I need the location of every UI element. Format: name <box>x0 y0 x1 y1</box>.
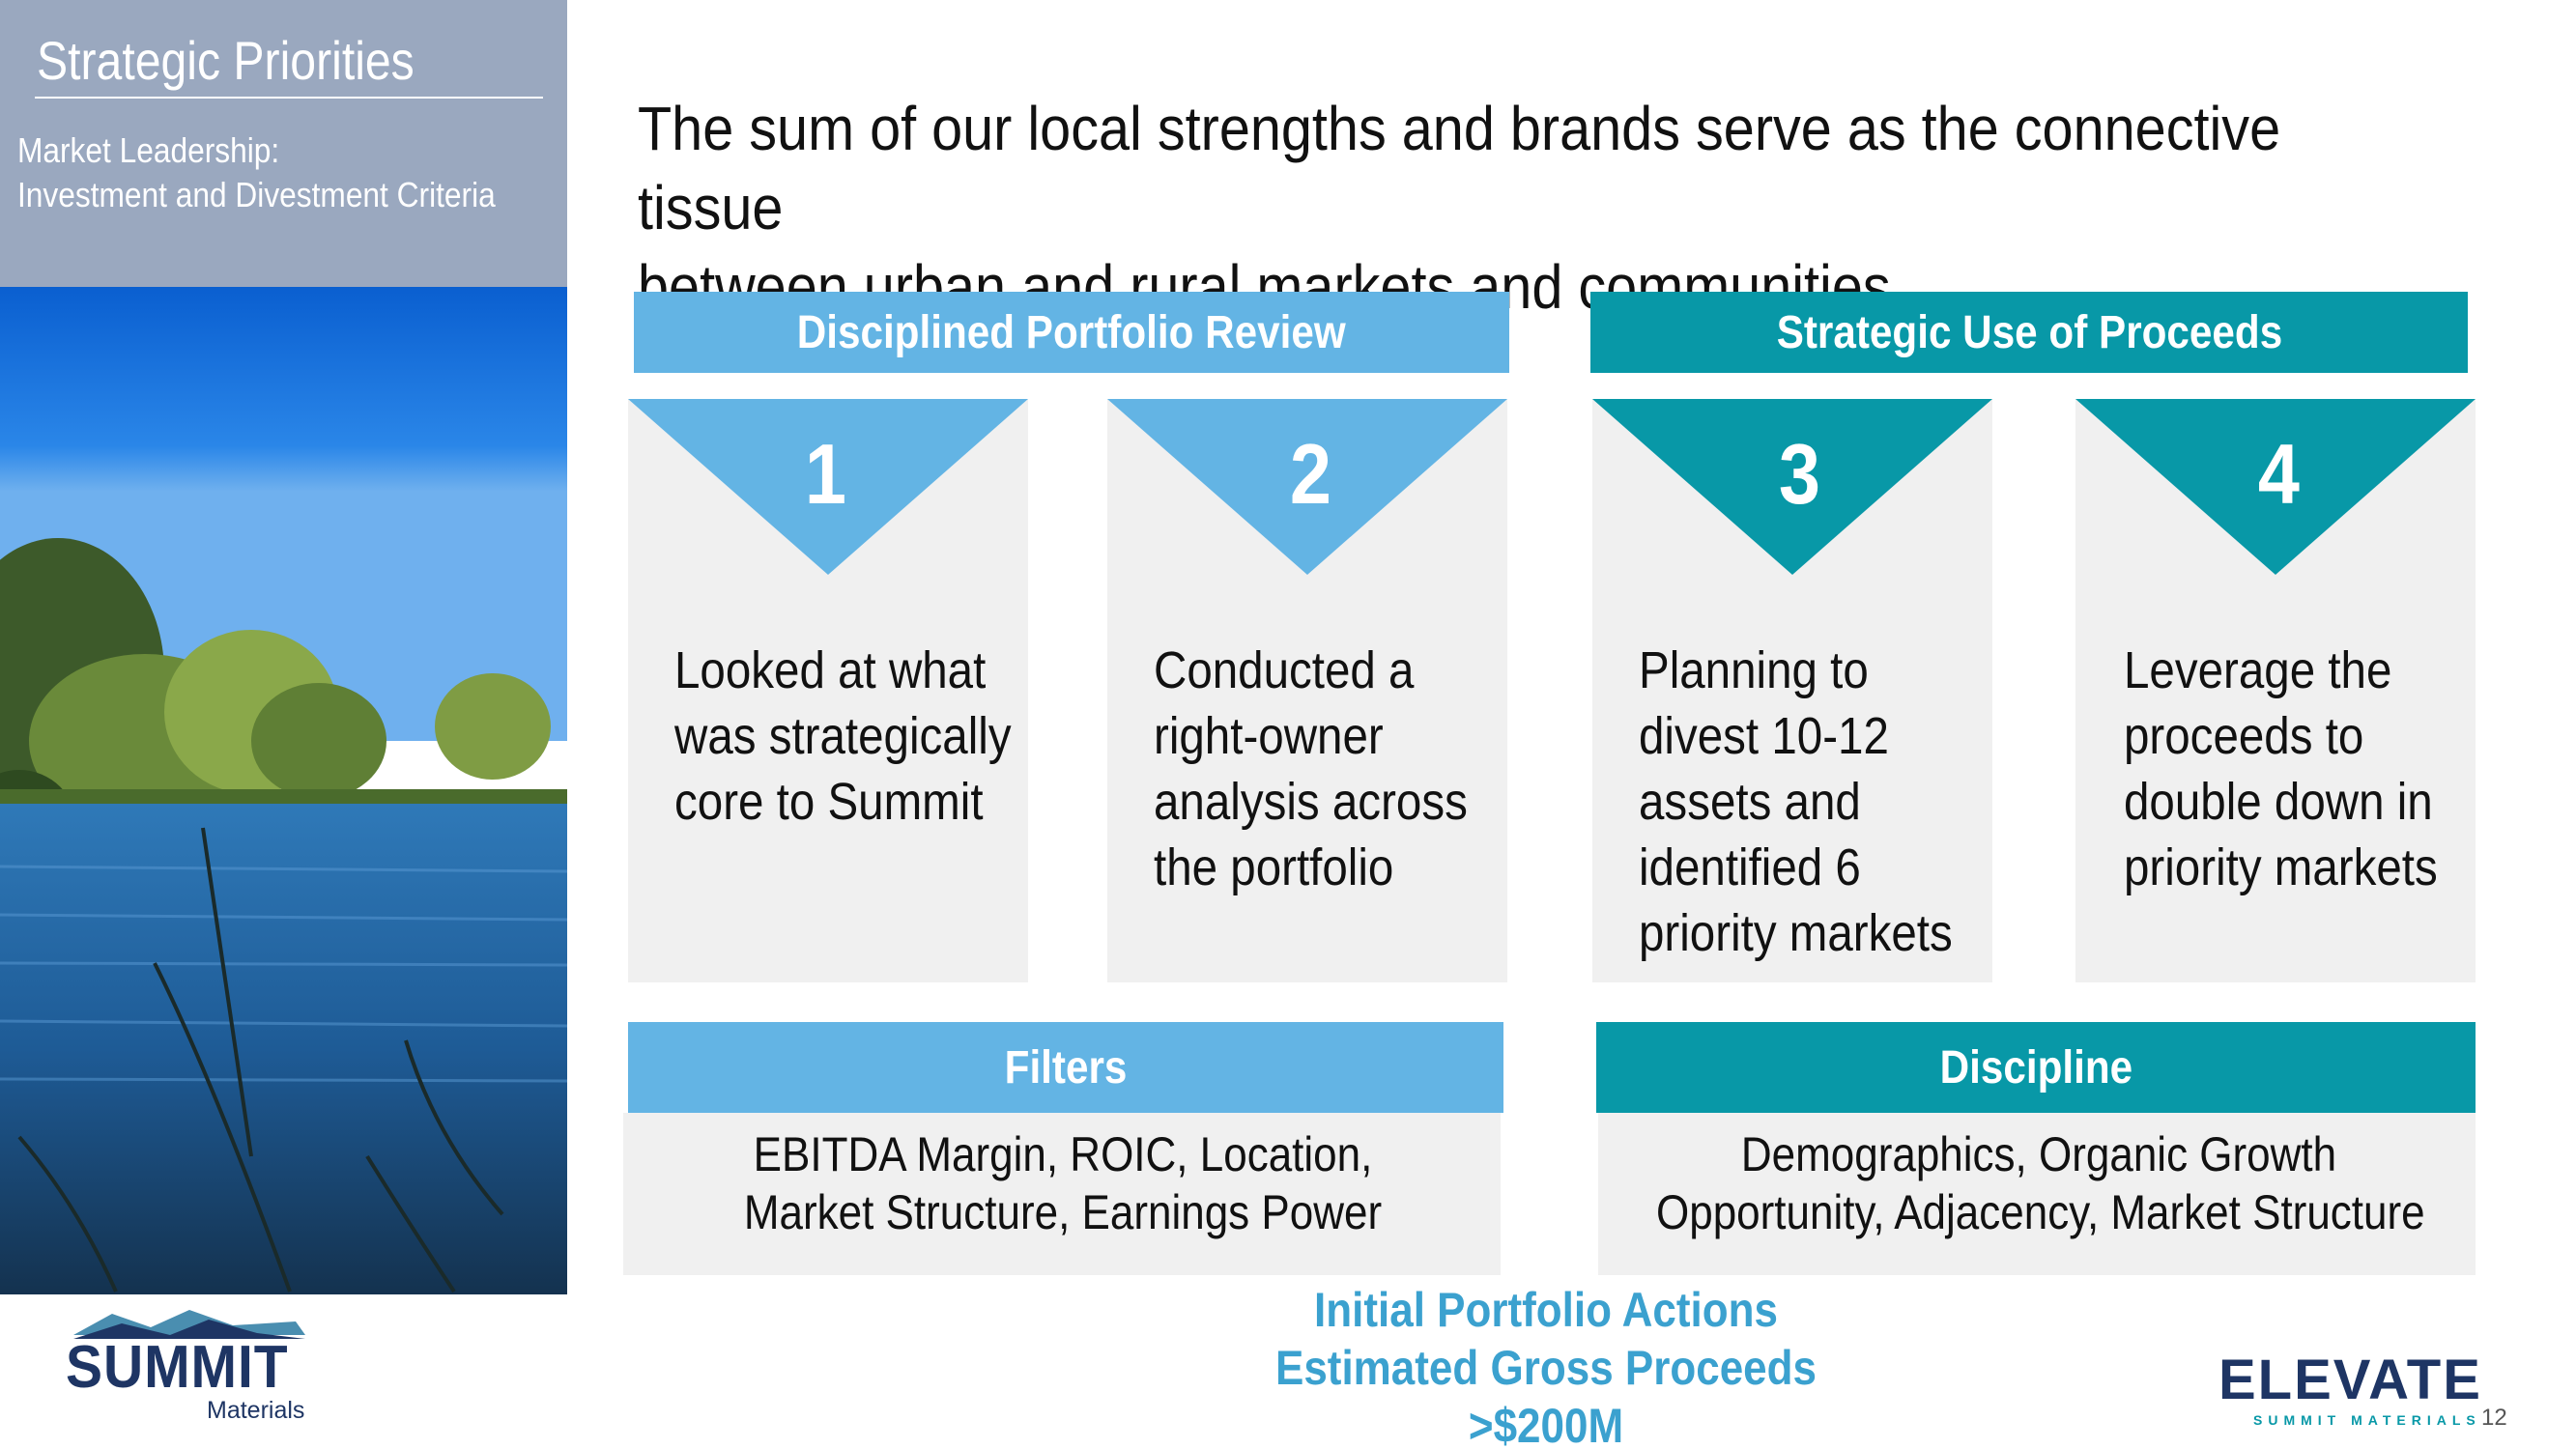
card-1-text-line: core to Summit <box>674 773 984 831</box>
sidebar-subtitle: Market Leadership: Investment and Divest… <box>17 128 496 217</box>
card-2-text-line: Conducted a <box>1154 641 1415 699</box>
headline-line1: The sum of our local strengths and brand… <box>638 94 2281 242</box>
sidebar-subtitle-line2: Investment and Divestment Criteria <box>17 175 496 214</box>
section-header-use-of-proceeds: Strategic Use of Proceeds <box>1590 292 2468 373</box>
page-number: 12 <box>2481 1405 2507 1431</box>
filters-title: Filters <box>1004 1041 1128 1094</box>
sidebar-subtitle-line1: Market Leadership: <box>17 130 280 170</box>
card-1-number: 1 <box>804 426 847 522</box>
card-2-text-line: right-owner <box>1154 707 1384 765</box>
card-3-text-line: Planning to <box>1639 641 1869 699</box>
section-header-use-of-proceeds-label: Strategic Use of Proceeds <box>1776 306 2282 358</box>
card-4-text: Leverage the proceeds to double down in … <box>2124 638 2438 900</box>
discipline-body <box>1598 1113 2476 1275</box>
section-header-portfolio-review: Disciplined Portfolio Review <box>634 292 1509 373</box>
card-3-text-line: divest 10-12 <box>1639 707 1889 765</box>
card-2 <box>1107 399 1507 982</box>
card-4-number: 4 <box>2257 426 2301 522</box>
card-2-text-line: analysis across <box>1154 773 1468 831</box>
card-3 <box>1592 399 1992 982</box>
discipline-text-line2: Opportunity, Adjacency, Market Structure <box>1656 1185 2425 1239</box>
summit-logo-subtext: Materials <box>207 1397 305 1424</box>
filters-text-line2: Market Structure, Earnings Power <box>743 1185 1383 1239</box>
card-2-number: 2 <box>1289 426 1332 522</box>
card-4-text-line: Leverage the <box>2124 641 2392 699</box>
card-3-text-line: identified 6 <box>1639 838 1861 896</box>
portfolio-actions: Initial Portfolio Actions Estimated Gros… <box>1111 1281 1981 1449</box>
card-3-number: 3 <box>1778 426 1821 522</box>
card-4 <box>2075 399 2476 982</box>
elevate-logo-text: ELEVATE <box>2218 1349 2482 1411</box>
card-1 <box>628 399 1028 982</box>
filters-text-line1: EBITDA Margin, ROIC, Location, <box>753 1127 1373 1181</box>
card-3-text-line: assets and <box>1639 773 1861 831</box>
card-4-text-line: double down in <box>2124 773 2433 831</box>
filters-body <box>623 1113 1501 1275</box>
filters-text: EBITDA Margin, ROIC, Location, Market St… <box>723 1125 1403 1241</box>
summit-mountain-icon <box>64 1306 315 1432</box>
discipline-text-line1: Demographics, Organic Growth <box>1740 1127 2337 1181</box>
card-4-chevron-icon <box>2075 399 2476 575</box>
portfolio-actions-line1: Initial Portfolio Actions <box>1314 1283 1778 1337</box>
card-3-chevron-icon <box>1592 399 1992 575</box>
card-2-chevron-icon <box>1107 399 1507 575</box>
card-1-text-line: Looked at what <box>674 641 987 699</box>
card-1-chevron-icon <box>628 399 1028 575</box>
discipline-header: Discipline <box>1596 1022 2476 1113</box>
summit-logo-text: SUMMIT <box>66 1334 289 1401</box>
card-4-text-line: proceeds to <box>2124 707 2364 765</box>
card-2-text: Conducted a right-owner analysis across … <box>1154 638 1468 900</box>
sidebar-divider <box>35 97 543 99</box>
card-1-text-line: was strategically <box>674 707 1012 765</box>
section-header-portfolio-review-label: Disciplined Portfolio Review <box>796 306 1346 358</box>
elevate-logo-subtext: SUMMIT MATERIALS <box>2253 1412 2481 1428</box>
card-1-text: Looked at what was strategically core to… <box>674 638 1012 835</box>
portfolio-actions-line2: Estimated Gross Proceeds <box>1274 1341 1818 1395</box>
discipline-text: Demographics, Organic Growth Opportunity… <box>1656 1125 2425 1241</box>
lake-photo <box>0 287 567 1294</box>
sidebar-title: Strategic Priorities <box>37 30 415 91</box>
discipline-title: Discipline <box>1939 1041 2132 1094</box>
card-3-text-line: priority markets <box>1639 904 1953 962</box>
filters-header: Filters <box>628 1022 1503 1113</box>
card-4-text-line: priority markets <box>2124 838 2438 896</box>
sidebar-header <box>0 0 567 287</box>
card-2-text-line: the portfolio <box>1154 838 1394 896</box>
card-3-text: Planning to divest 10-12 assets and iden… <box>1639 638 1953 966</box>
portfolio-actions-line3: >$200M <box>1468 1399 1624 1449</box>
